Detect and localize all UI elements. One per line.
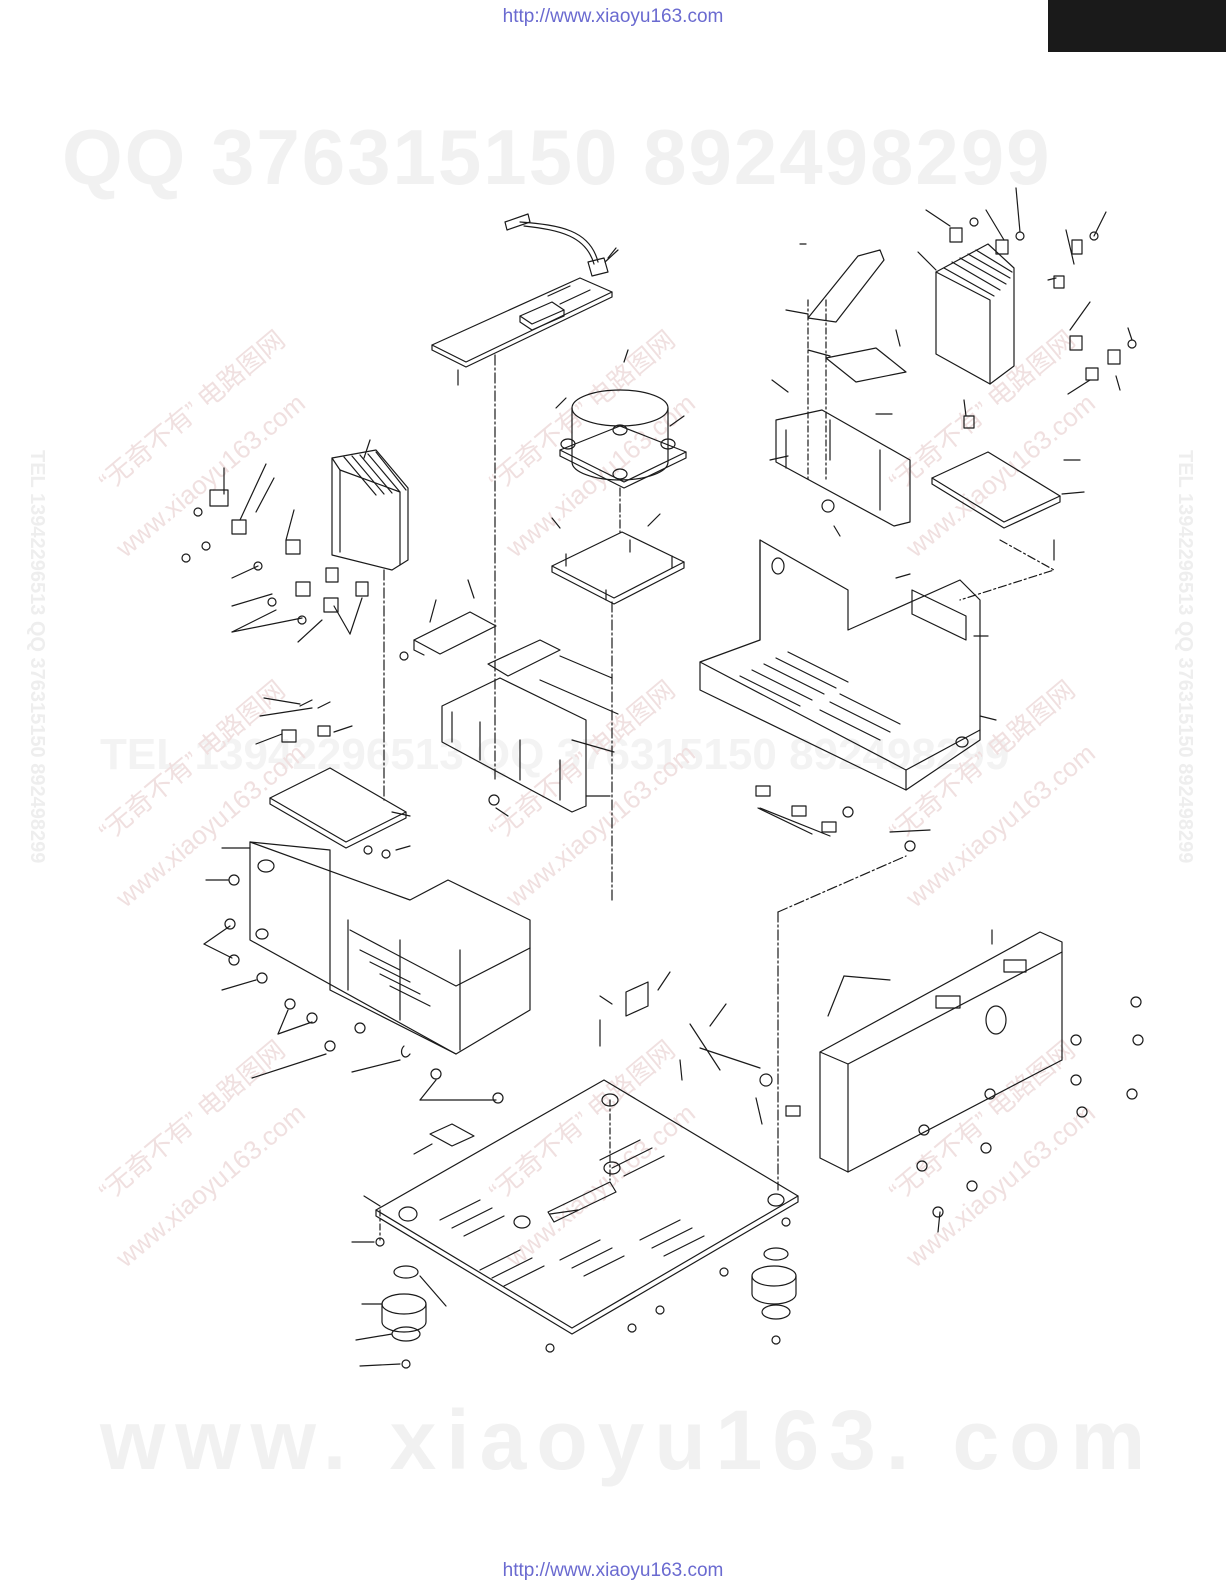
heat-sink-left [331,449,409,571]
right-sub-chassis [775,409,911,527]
bottom-plate [375,1079,799,1335]
main-pcb [431,277,613,368]
screws-bottom [375,1217,791,1353]
callout-leaders [203,187,1133,1367]
transistor-group-left [181,489,369,625]
watermark-site: www. xiaoyu163. com [100,1393,1156,1487]
connector-jack [625,981,801,1117]
heat-sink-right [935,243,1015,385]
ribbon-cable [504,213,609,277]
chassis-left-side [249,841,531,1055]
leader-line [604,249,619,263]
watermark-qq: QQ 376315150 892498299 [62,113,1052,201]
rear-panel-right [819,931,1063,1173]
guide-line [959,539,1055,601]
wire-clip [400,1045,411,1058]
transformer-plate [551,531,685,605]
label-sticker [429,1123,475,1147]
guide-line [379,1099,611,1241]
power-transformer [559,389,687,489]
page-marker-box [1048,0,1226,52]
sub-pcb-right [931,415,1061,529]
footer-url[interactable]: http://www.xiaoyu163.com [502,1560,724,1581]
screws-left-side [224,874,504,1104]
upper-right-bracket [807,249,907,481]
transistor-group-right [949,217,1137,381]
screws-rear-panel [916,996,1144,1218]
bracket-small [399,611,497,661]
leader-line [419,1079,437,1101]
watermark-tel: TEL 13942296513 QQ 376315150 892498299 [100,730,1010,779]
foot-right [751,1247,797,1345]
sub-pcb-left [269,699,407,859]
chassis-right-main [699,539,981,791]
foot-left [381,1265,427,1369]
feet-clips-right [755,785,916,852]
header-url[interactable]: http://www.xiaoyu163.com [502,6,724,27]
guide-line [777,855,907,913]
center-chassis-bracket [441,639,587,813]
